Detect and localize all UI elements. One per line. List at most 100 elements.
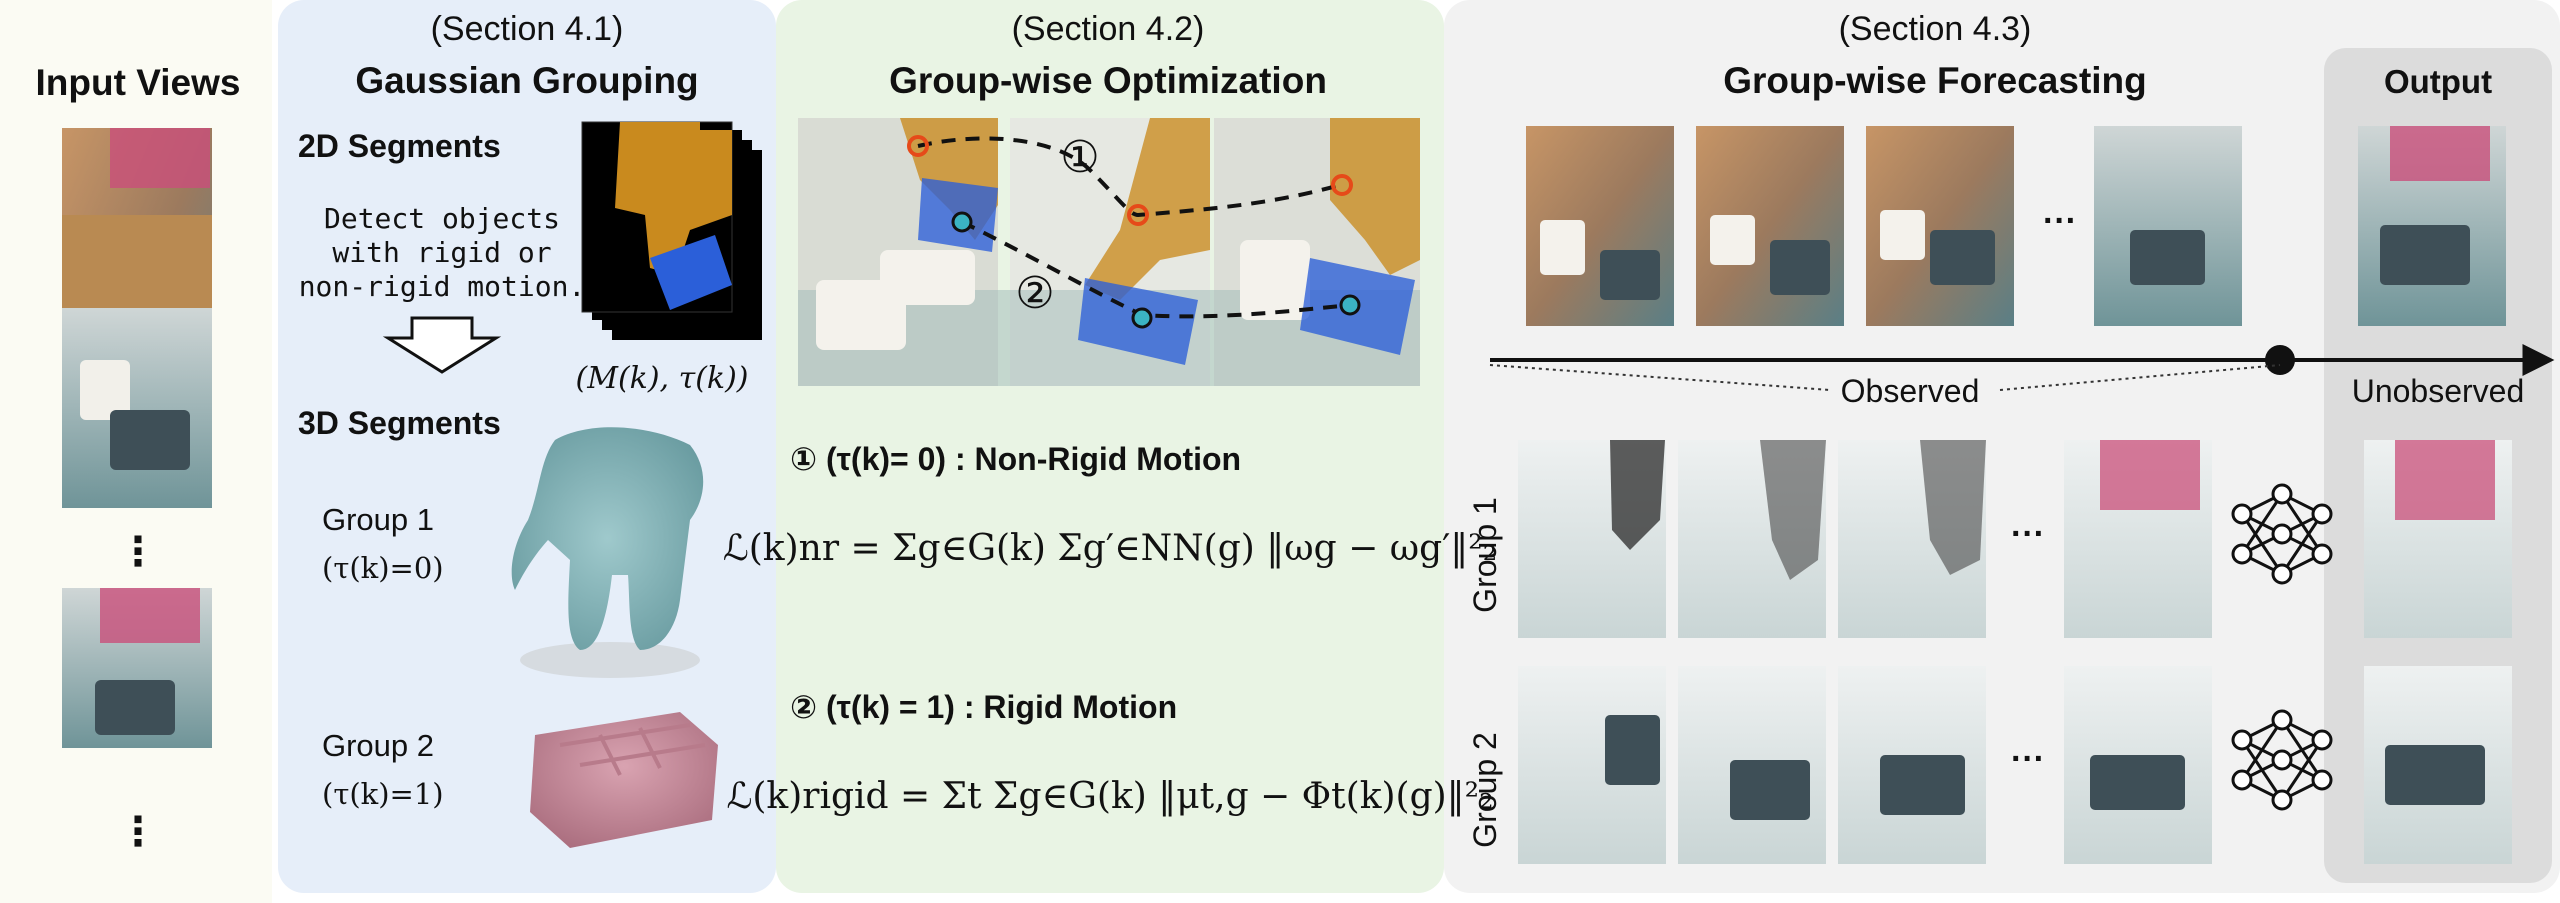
g2-box-3 <box>1880 755 1965 815</box>
observed-box-2 <box>1770 240 1830 295</box>
trajectory-marker-2: ② <box>1015 268 1054 319</box>
nn-node <box>2311 769 2333 791</box>
input-ellipsis-2: ⋮ <box>118 810 158 854</box>
g1-arm-3 <box>1920 440 1986 575</box>
section3-title: Group-wise Forecasting <box>1723 60 2147 101</box>
group2-tau: (τ(k)=1) <box>322 777 444 811</box>
nn-node <box>2271 789 2293 811</box>
hand-keypoint-2 <box>1127 204 1149 226</box>
nn-edge <box>2240 719 2284 781</box>
nn-edge <box>2280 719 2324 781</box>
neural-network-icon <box>2231 483 2333 585</box>
observed-ellipsis: ··· <box>2043 202 2077 240</box>
observed-label: Observed <box>1841 373 1980 409</box>
g1-shirt-4 <box>2100 440 2200 510</box>
section1-label: (Section 4.1) <box>431 10 624 48</box>
input-view-stack <box>62 128 212 748</box>
observed-frames <box>1526 126 2242 326</box>
g2-output-box <box>2385 745 2485 805</box>
segments-3d-label: 3D Segments <box>298 405 501 441</box>
detect-line-3: non-rigid motion. <box>299 270 586 303</box>
opt-hand-2 <box>1085 118 1210 300</box>
group2-forecast-row <box>1518 666 2212 864</box>
trajectory-marker-1: ① <box>1060 132 1099 183</box>
observed-brick-2 <box>1710 215 1755 265</box>
opt-brick-3 <box>1240 240 1310 320</box>
nn-node <box>2271 563 2293 585</box>
mask-stack <box>581 121 762 340</box>
output-frame-top <box>2358 126 2506 326</box>
g2-box-1 <box>1605 715 1660 785</box>
section2-label: (Section 4.2) <box>1012 10 1205 48</box>
observed-box-3 <box>1930 230 1995 285</box>
group1-forecast-row <box>1518 440 2212 638</box>
object-keypoint-3 <box>1339 294 1361 316</box>
nn-node <box>2271 483 2293 505</box>
nn-node <box>2271 749 2293 771</box>
output-shirt-top <box>2390 126 2490 181</box>
nn-node <box>2231 769 2253 791</box>
trajectory-1 <box>917 136 1341 218</box>
nn-node <box>2231 729 2253 751</box>
input-view-photo-2 <box>62 215 212 310</box>
detect-line-2: with rigid or <box>332 236 551 269</box>
input-view-photo-4-shirt <box>100 588 200 643</box>
g2-box-2 <box>1730 760 1810 820</box>
hand-keypoint-1 <box>907 135 929 157</box>
nn-node <box>2311 543 2333 565</box>
detect-line-1: Detect objects <box>324 202 560 235</box>
input-views-title: Input Views <box>36 62 241 103</box>
object-mask <box>650 235 732 310</box>
nn-edge <box>2280 493 2324 555</box>
observed-frame-4 <box>2094 126 2242 326</box>
hand-keypoint-3 <box>1331 174 1353 196</box>
input-view-box-2 <box>95 680 175 735</box>
cloud-body <box>511 427 704 650</box>
rigid-point-cloud <box>530 712 718 848</box>
g2-box-4 <box>2090 755 2185 810</box>
input-ellipsis-1: ⋮ <box>118 530 158 574</box>
group1-name: Group 1 <box>322 502 434 537</box>
opt-brick-2 <box>880 250 975 305</box>
nn-node <box>2231 543 2253 565</box>
segments-2d-label: 2D Segments <box>298 128 501 164</box>
timeline-present-dot <box>2265 345 2295 375</box>
nonrigid-point-cloud <box>511 427 704 678</box>
g1-arm-1 <box>1610 440 1665 550</box>
group2-row-label: Group 2 <box>1467 732 1503 848</box>
nn-node <box>2311 503 2333 525</box>
group1-row-label: Group 1 <box>1467 497 1503 613</box>
brick-body <box>530 712 718 848</box>
group2-ellipsis: ··· <box>2011 740 2045 778</box>
object-keypoint-1 <box>951 211 973 233</box>
observed-box-1 <box>1600 250 1660 300</box>
group2-name: Group 2 <box>322 728 434 763</box>
g1-arm-2 <box>1760 440 1826 580</box>
nn-node <box>2271 709 2293 731</box>
nonrigid-heading: ① (τ(k)= 0) : Non-Rigid Motion <box>790 441 1241 477</box>
nn-edge <box>2240 493 2284 555</box>
section2-title: Group-wise Optimization <box>889 60 1327 101</box>
hand-mask <box>615 122 732 275</box>
hollow-down-arrow-icon <box>382 316 502 374</box>
object-keypoint-2 <box>1131 307 1153 329</box>
group1-tau: (τ(k)=0) <box>322 551 444 585</box>
unobserved-label: Unobserved <box>2352 373 2525 409</box>
opt-hand-3 <box>1330 118 1420 275</box>
group1-output-frame <box>2364 440 2512 638</box>
nn-node <box>2231 503 2253 525</box>
input-view-box <box>110 410 190 470</box>
optimization-frames <box>798 118 1420 386</box>
observed-bracket <box>1489 364 2281 391</box>
group1-ellipsis: ··· <box>2011 515 2045 553</box>
nn-node <box>2311 729 2333 751</box>
rigid-heading: ② (τ(k) = 1) : Rigid Motion <box>790 689 1177 725</box>
nonrigid-equation: ℒ(k)nr = Σg∈G(k) Σg′∈NN(g) ‖ωg − ωg′‖²₂ <box>723 528 1497 569</box>
section3-label: (Section 4.3) <box>1839 10 2032 48</box>
section1-title: Gaussian Grouping <box>355 60 698 101</box>
input-view-brick <box>80 360 130 420</box>
output-label: Output <box>2384 63 2492 100</box>
rigid-equation: ℒ(k)rigid = Σt Σg∈G(k) ‖μt,g − Φt(k)(g)‖… <box>726 776 1493 817</box>
nn-node <box>2271 523 2293 545</box>
